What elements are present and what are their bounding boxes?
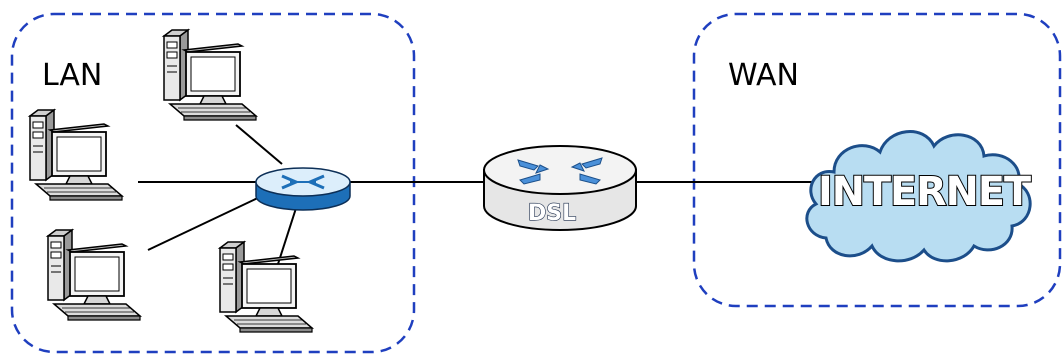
computer-icon [29, 109, 123, 201]
link-pc-top-switch [235, 124, 283, 165]
network-links [138, 124, 820, 265]
network-switch-icon [255, 167, 351, 211]
wan-zone-boundary [692, 12, 1062, 308]
computer-icon [163, 29, 257, 121]
dsl-label: DSL [528, 201, 576, 226]
wan-label: WAN [728, 58, 799, 93]
computer-icon [219, 241, 313, 333]
link-pc-bottom-left-switch [147, 195, 263, 251]
dsl-router-icon: DSL [483, 145, 637, 231]
computer-icon [47, 229, 141, 321]
link-pc-bottom-right-switch [277, 201, 299, 265]
internet-label: INTERNET [818, 169, 1032, 215]
lan-label: LAN [42, 58, 102, 93]
internet-cloud-icon: INTERNET [805, 130, 1034, 263]
